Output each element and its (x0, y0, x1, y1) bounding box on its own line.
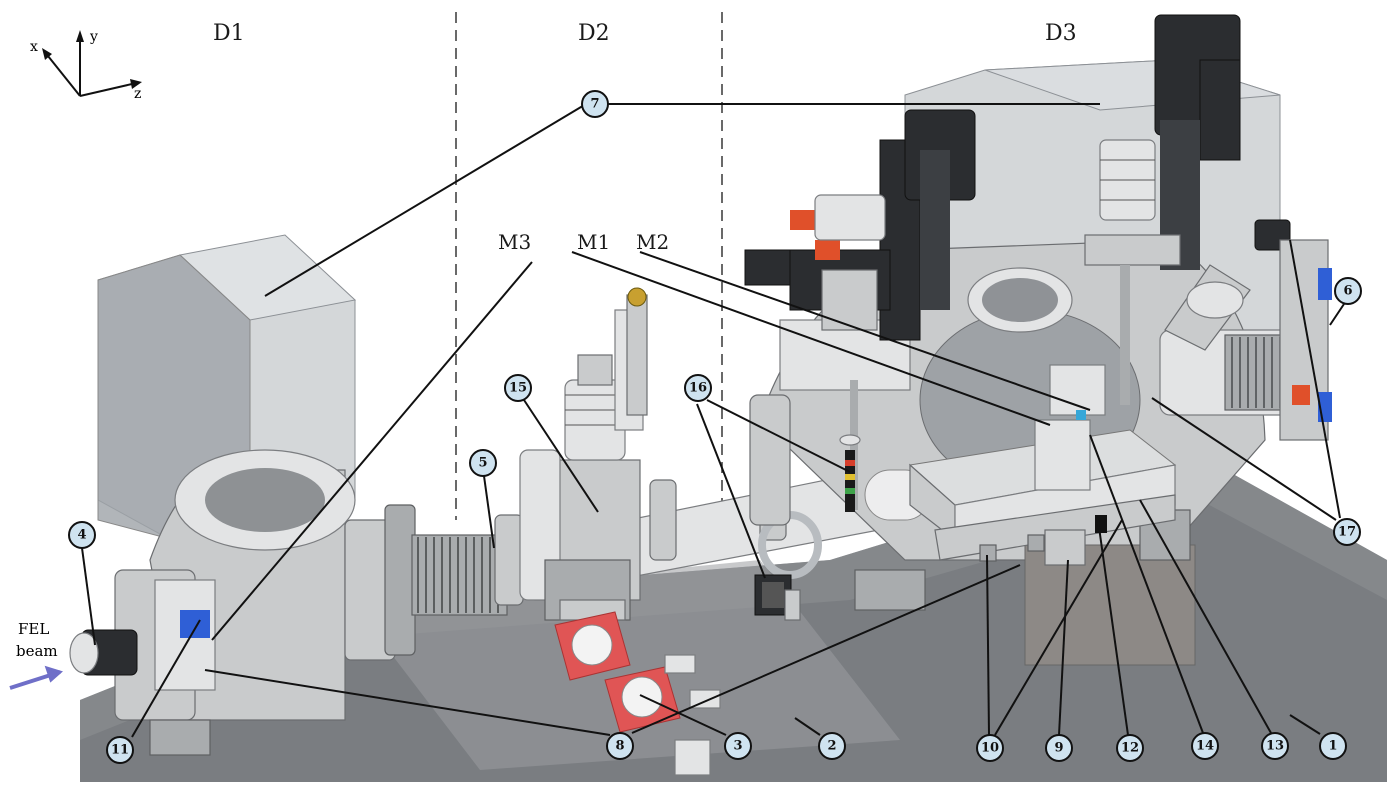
svg-text:12: 12 (1121, 741, 1139, 756)
camera-mount (754, 511, 822, 621)
svg-text:7: 7 (590, 97, 599, 112)
axis-z-label: z (134, 86, 141, 102)
fel-label-line-1: FEL (18, 620, 49, 638)
mirror-label-m3: M3 (498, 230, 531, 254)
svg-text:14: 14 (1196, 739, 1214, 754)
svg-text:16: 16 (689, 381, 707, 396)
callout-badge-11: 11 (106, 736, 134, 764)
svg-text:5: 5 (478, 456, 487, 471)
callout-badge-15: 15 (504, 374, 532, 402)
callout-badge-13: 13 (1261, 732, 1289, 760)
axes-indicator: x y z (30, 29, 142, 102)
callout-badge-16: 16 (684, 374, 712, 402)
axis-x-label: x (30, 39, 38, 55)
svg-text:11: 11 (111, 743, 129, 758)
callout-badge-7: 7 (581, 90, 609, 118)
svg-text:17: 17 (1338, 525, 1356, 540)
callout-badge-9: 9 (1045, 734, 1073, 762)
callout-badge-12: 12 (1116, 734, 1144, 762)
ruler-stick (839, 434, 861, 512)
axis-y-label: y (89, 29, 98, 45)
svg-text:8: 8 (615, 739, 624, 754)
mirror-stage (864, 364, 1177, 566)
svg-text:13: 13 (1266, 739, 1284, 754)
region-label-d1: D1 (213, 21, 245, 46)
bellows (411, 534, 508, 616)
callout-badge-10: 10 (976, 734, 1004, 762)
region-label-d3: D3 (1045, 21, 1077, 46)
callout-badge-8: 8 (606, 732, 634, 760)
leader-lines (81, 103, 1345, 738)
callout-badge-3: 3 (724, 732, 752, 760)
fel-beam-arrow (9, 665, 63, 690)
svg-text:9: 9 (1054, 741, 1063, 756)
callout-badge-17: 17 (1333, 518, 1361, 546)
callout-badge-6: 6 (1334, 277, 1362, 305)
svg-text:2: 2 (827, 739, 836, 754)
svg-text:3: 3 (733, 739, 742, 754)
mirror-label-m1: M1 (577, 230, 610, 254)
d2-cross-chamber (519, 287, 648, 621)
right-port (1159, 219, 1332, 441)
callout-badge-2: 2 (818, 732, 846, 760)
red-mirror-mounts (554, 611, 721, 776)
callout-badge-5: 5 (469, 449, 497, 477)
svg-text:10: 10 (981, 741, 999, 756)
fel-label-line-2: beam (16, 642, 58, 660)
region-label-d2: D2 (578, 21, 610, 46)
callout-badge-4: 4 (68, 521, 96, 549)
svg-text:6: 6 (1343, 284, 1352, 299)
callout-badge-1: 1 (1319, 732, 1347, 760)
actuators (744, 14, 1241, 510)
mirror-label-m2: M2 (636, 230, 669, 254)
svg-text:4: 4 (77, 528, 86, 543)
callout-badge-14: 14 (1191, 732, 1219, 760)
svg-text:15: 15 (509, 381, 527, 396)
svg-text:1: 1 (1328, 739, 1337, 754)
d1-chamber (69, 234, 416, 756)
